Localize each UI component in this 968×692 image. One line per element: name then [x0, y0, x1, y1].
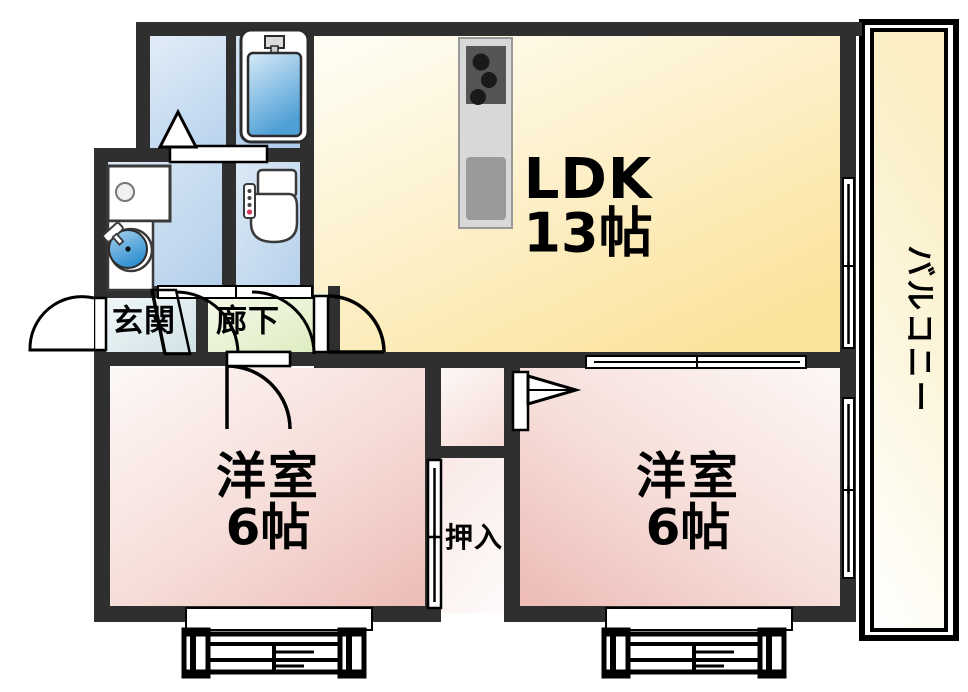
bedroom-right-window: [601, 607, 793, 679]
openings: [28, 108, 855, 679]
washroom-door: [150, 285, 240, 356]
toilet-door: [235, 285, 316, 355]
washbasin-icon: [102, 219, 155, 292]
bathroom-door: [157, 108, 269, 164]
bedroom-right-door: [511, 370, 582, 432]
kitchen-unit: [458, 37, 513, 229]
room-labels: LDK 13帖 洋室 6帖 洋室 6帖 玄関 廊下 押入 バルコニー: [112, 147, 937, 556]
ldk-door: [312, 294, 386, 354]
bedroom-left-window: [181, 607, 373, 679]
wall-hall-right: [328, 286, 340, 366]
wall-tub-divider: [226, 28, 236, 150]
ldk-bottom-window: [585, 355, 807, 369]
label-balcony: バルコニー: [901, 245, 937, 414]
wall-closet-divider: [433, 446, 513, 458]
wall-washroom-left: [94, 148, 108, 298]
kitchen-sink-icon: [466, 157, 506, 220]
ldk-floor: [312, 28, 849, 365]
balcony-window-ldk: [842, 177, 855, 349]
bedroom-left-floor: [108, 368, 433, 613]
wall-top: [136, 22, 862, 36]
label-bedroom-right-size: 6帖: [646, 499, 731, 557]
wall-washroom-toilet: [222, 155, 236, 294]
closet-floor: [440, 458, 516, 613]
balcony-floor: [872, 30, 946, 630]
label-ldk-name: LDK: [524, 147, 654, 212]
balcony-frame: [859, 19, 959, 641]
label-ldk-size: 13帖: [523, 202, 652, 265]
label-bedroom-left-name: 洋室: [216, 448, 320, 506]
label-bedroom-right-name: 洋室: [636, 448, 740, 506]
bathtub-icon: [239, 28, 310, 144]
label-closet: 押入: [445, 521, 503, 554]
label-entrance: 玄関: [112, 304, 176, 340]
wall-bath-left: [136, 22, 150, 155]
wall-closet-right: [504, 452, 520, 622]
toilet-icon: [243, 168, 299, 244]
washing-machine-icon: [106, 164, 172, 223]
balcony-window-room: [842, 397, 855, 579]
label-bedroom-left-size: 6帖: [226, 499, 311, 557]
hall-opening: [225, 350, 292, 368]
label-hallway: 廊下: [216, 304, 280, 340]
closet-door: [426, 458, 443, 610]
closet-upper-floor: [440, 368, 516, 453]
wall-bedroom-left-outer: [94, 352, 110, 622]
bedroom-right-floor: [519, 368, 849, 613]
wall-corridor-bottom: [94, 352, 339, 366]
wall-entry-hall: [196, 292, 208, 356]
entrance-door: [28, 295, 108, 352]
